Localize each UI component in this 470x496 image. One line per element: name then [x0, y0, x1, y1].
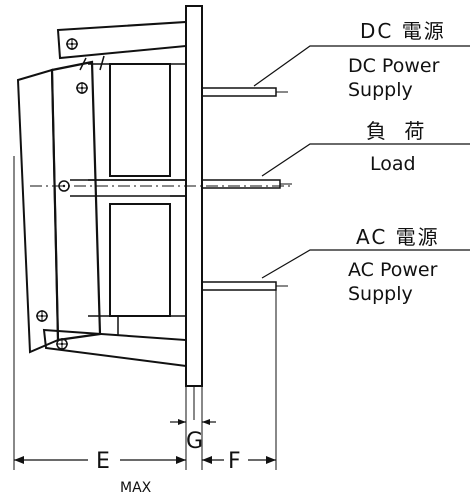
panel-plate	[185, 5, 203, 420]
dimension-f-label: F	[228, 449, 241, 474]
dimension-e	[14, 456, 186, 464]
load-terminal-stud	[201, 179, 292, 189]
leader-lines	[253, 45, 470, 279]
dc-label-en-line1: DC Power	[348, 55, 440, 77]
dimension-extension-lines	[13, 156, 277, 470]
ac-terminal-stud	[201, 281, 288, 291]
ac-label-jp: AC 電源	[356, 225, 440, 249]
rear-body	[88, 63, 186, 336]
dc-label-jp: DC 電源	[360, 19, 446, 43]
load-label-jp: 負 荷	[366, 119, 430, 143]
ac-label-en-line2: Supply	[348, 283, 413, 305]
dc-terminal-stud	[201, 87, 288, 97]
dimension-f	[202, 456, 276, 464]
ac-label-en-line1: AC Power	[348, 259, 438, 281]
dc-label-en-line2: Supply	[348, 79, 413, 101]
dimension-e-label: E	[96, 449, 110, 474]
load-label-en: Load	[370, 153, 416, 175]
dimension-g-label: G	[186, 429, 203, 454]
lower-bracket	[42, 328, 187, 368]
center-shaft	[70, 179, 186, 197]
dimension-g	[170, 419, 216, 425]
dimension-max-label: MAX	[120, 480, 152, 496]
upper-bracket	[56, 20, 187, 71]
slanted-handle	[16, 60, 102, 354]
